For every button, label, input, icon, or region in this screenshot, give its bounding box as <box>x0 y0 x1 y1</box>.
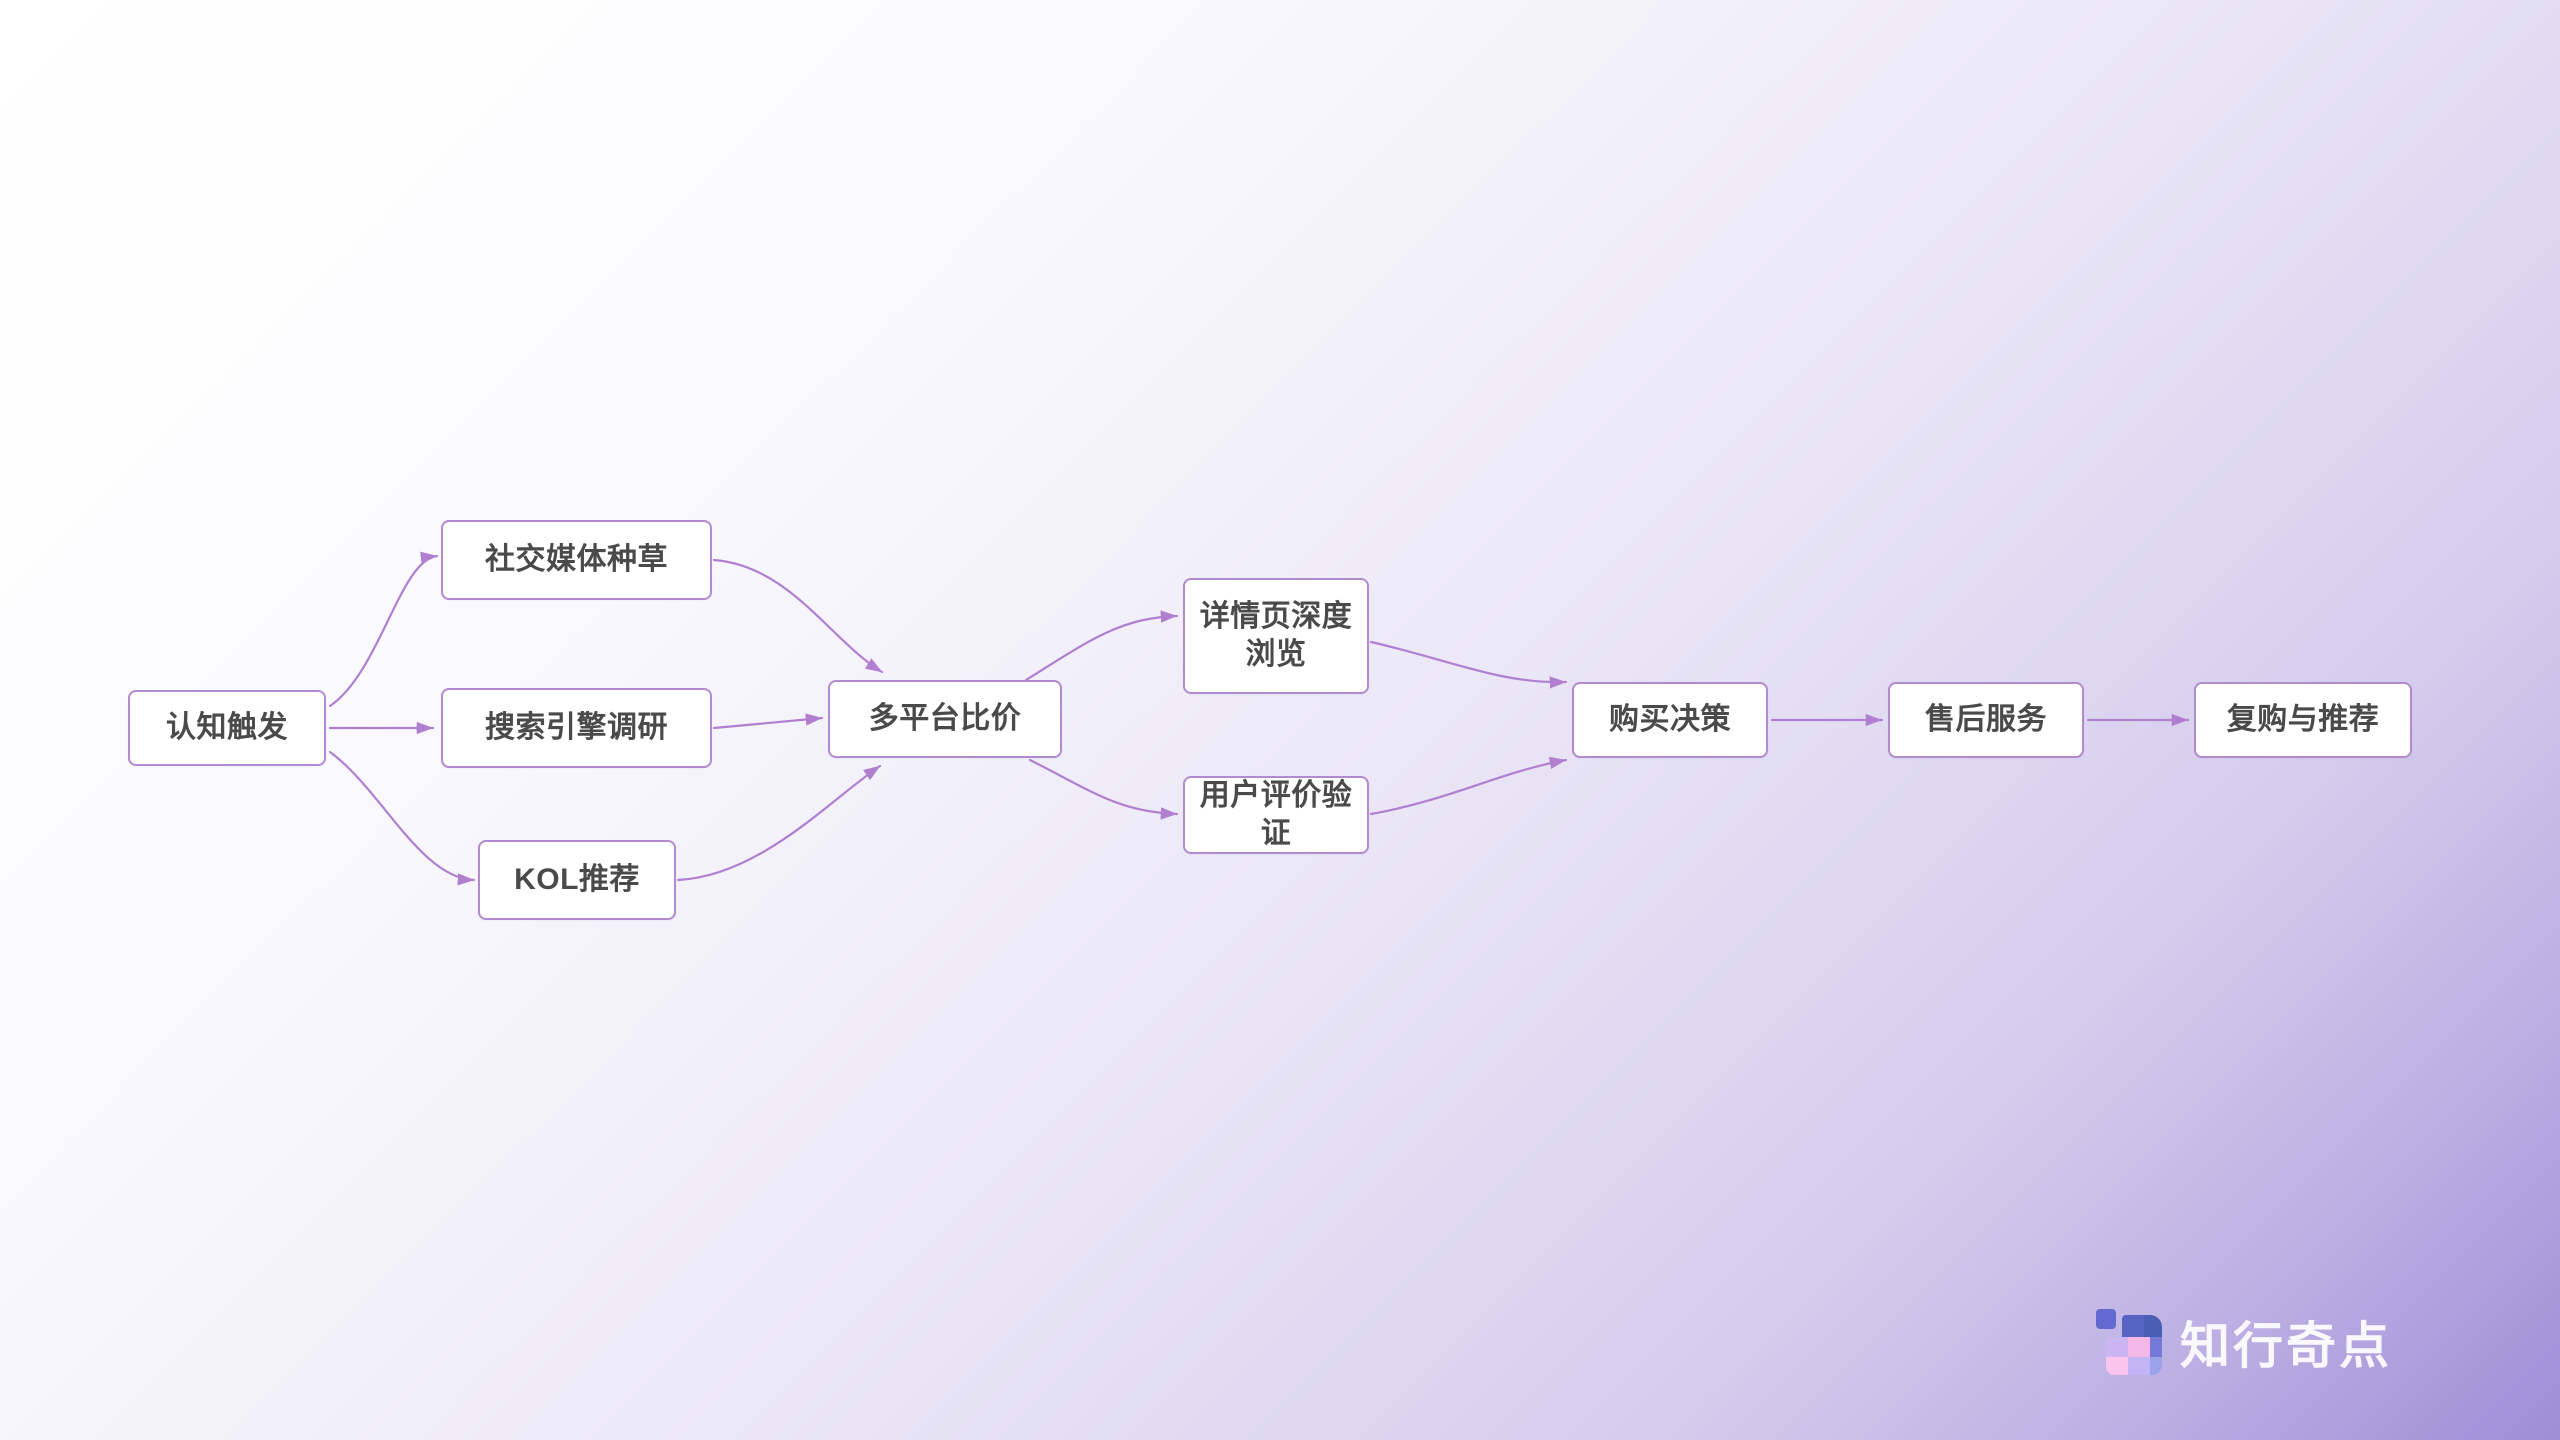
flow-node-label: 多平台比价 <box>868 701 1022 735</box>
logo-tile-4 <box>2128 1337 2150 1357</box>
flow-node-label: 用户评价验证 <box>1199 778 1353 850</box>
flow-node-n8[interactable]: 购买决策 <box>1572 682 1768 758</box>
flow-node-n2[interactable]: 社交媒体种草 <box>441 520 712 600</box>
flow-node-label: 社交媒体种草 <box>485 542 668 576</box>
logo-tile-7 <box>2128 1357 2150 1375</box>
flow-node-n7[interactable]: 用户评价验证 <box>1183 776 1369 854</box>
flow-node-label: 搜索引擎调研 <box>485 710 668 744</box>
flow-node-label: KOL推荐 <box>514 862 640 896</box>
flow-node-n10[interactable]: 复购与推荐 <box>2194 682 2412 758</box>
flow-node-n5[interactable]: 多平台比价 <box>828 680 1062 758</box>
flow-node-n4[interactable]: KOL推荐 <box>478 840 676 920</box>
flow-node-label: 售后服务 <box>1925 702 2047 736</box>
logo-tile-2 <box>2144 1315 2162 1337</box>
flow-edge-n5-n7 <box>1028 758 1179 820</box>
logo-tile-1 <box>2122 1315 2144 1337</box>
flow-edge-n6-n8 <box>1369 640 1568 689</box>
logo-tile-8 <box>2150 1357 2162 1375</box>
watermark-text: 知行奇点 <box>2180 1318 2392 1374</box>
brand-logo-icon <box>2096 1309 2162 1375</box>
logo-tile-3 <box>2106 1337 2128 1357</box>
flow-edge-n4-n5 <box>676 764 882 882</box>
flow-node-label: 详情页深度浏览 <box>1199 599 1353 671</box>
logo-tile-6 <box>2106 1357 2128 1375</box>
flow-node-n3[interactable]: 搜索引擎调研 <box>441 688 712 768</box>
flow-node-label: 购买决策 <box>1609 702 1731 736</box>
flow-node-label: 复购与推荐 <box>2226 702 2380 736</box>
logo-tile-0 <box>2096 1309 2116 1329</box>
flow-node-n9[interactable]: 售后服务 <box>1888 682 2084 758</box>
flow-node-n6[interactable]: 详情页深度浏览 <box>1183 578 1369 694</box>
flow-edge-n1-n4 <box>328 750 476 886</box>
flow-node-n1[interactable]: 认知触发 <box>128 690 326 766</box>
flow-edge-n7-n8 <box>1369 756 1568 816</box>
logo-tile-5 <box>2150 1337 2162 1357</box>
flow-edge-n3-n5 <box>712 713 824 730</box>
flow-edge-n5-n6 <box>1024 610 1179 682</box>
flow-edge-n1-n2 <box>328 551 439 708</box>
watermark: 知行奇点 <box>2096 1306 2392 1378</box>
flow-edge-n2-n5 <box>712 558 884 674</box>
flow-node-label: 认知触发 <box>166 710 288 744</box>
